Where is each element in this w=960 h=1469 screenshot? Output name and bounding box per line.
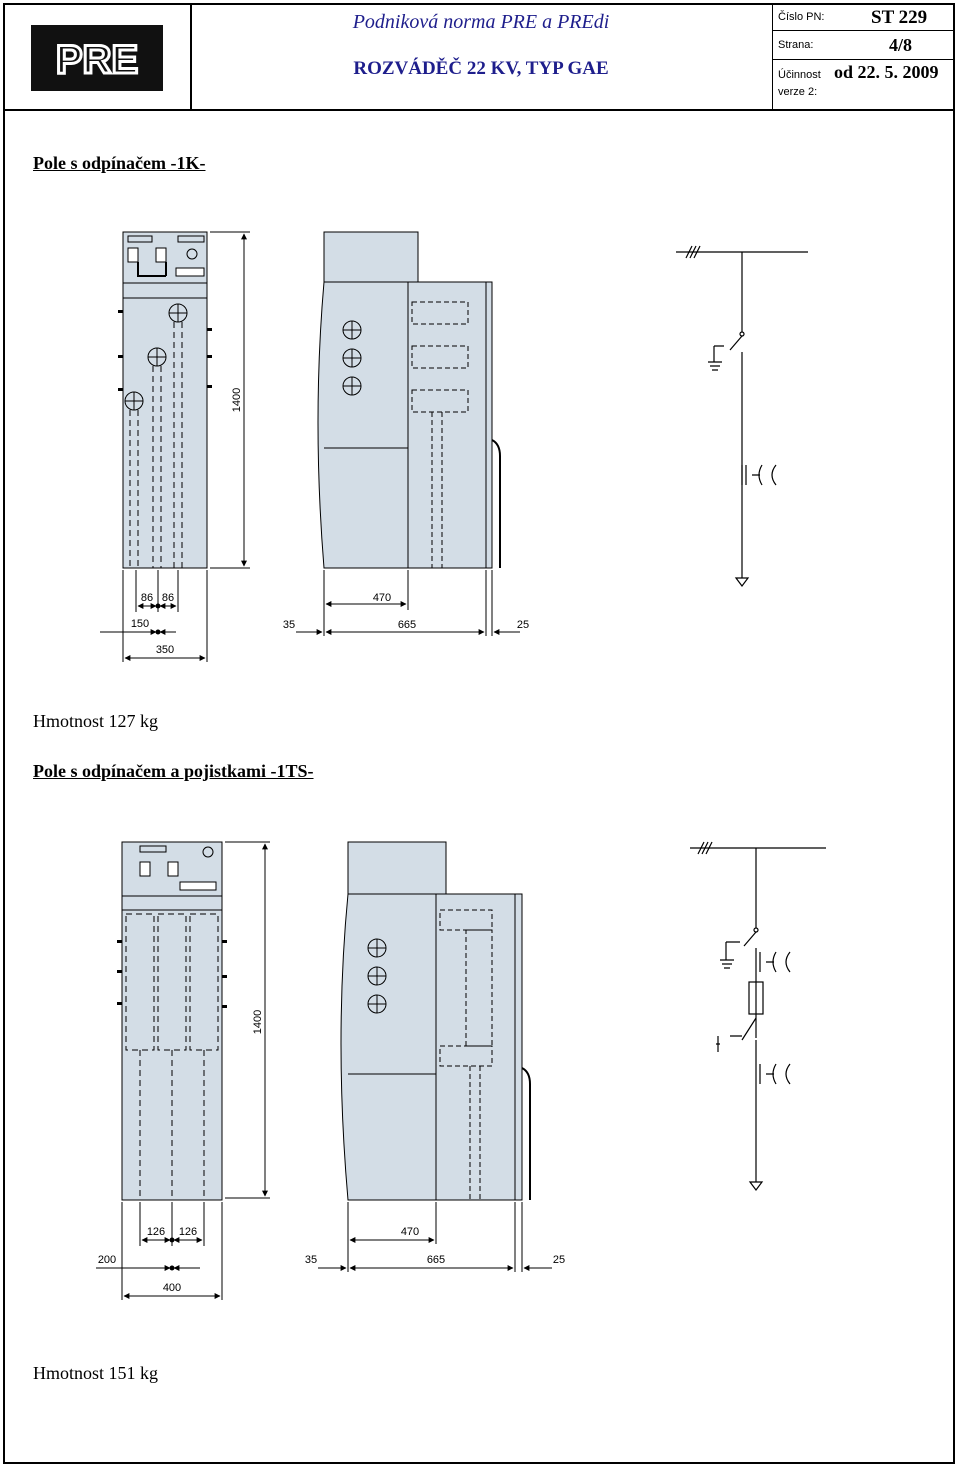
dim-side-total-1k: 665: [398, 619, 416, 631]
side-view-1k: 470 35 665 25: [283, 231, 529, 636]
logo-cell: PRE: [3, 3, 192, 109]
meta-divider: [773, 59, 953, 60]
meta-cell: Číslo PN: ST 229 Strana: 4/8 Účinnost od…: [773, 3, 953, 109]
pn-value: ST 229: [871, 7, 928, 28]
svg-text:PRE: PRE: [56, 38, 138, 82]
weight-1k: Hmotnost 127 kg: [33, 711, 159, 731]
standard-name: Podniková norma PRE a PREdi: [352, 11, 610, 33]
dim-side-right-1ts: 25: [553, 1254, 565, 1266]
single-line-diagram-1ts: [690, 841, 826, 1191]
pre-logo: PRE: [31, 25, 163, 91]
dim-front-a-1ts: 126: [147, 1226, 165, 1238]
meta-divider: [773, 30, 953, 31]
document-title: ROZVÁDĚČ 22 KV, TYP GAE: [353, 58, 609, 79]
section-title-1ts: Pole s odpínačem a pojistkami -1TS-: [33, 761, 314, 781]
effective-label: Účinnost: [778, 69, 821, 81]
dim-front-total-1k: 350: [156, 644, 174, 656]
document-header: PRE Podniková norma PRE a PREdi ROZVÁDĚČ…: [3, 3, 955, 111]
title-cell: Podniková norma PRE a PREdi ROZVÁDĚČ 22 …: [190, 3, 773, 109]
dim-depth-1k: 470: [373, 592, 391, 604]
dim-depth-1ts: 470: [401, 1226, 419, 1238]
dim-height-1ts: 1400: [252, 1010, 264, 1034]
dim-front-c-1ts: 200: [98, 1254, 116, 1266]
weight-1ts: Hmotnost 151 kg: [33, 1363, 159, 1383]
pre-logo-mark: PRE: [31, 25, 163, 91]
version-label: verze 2:: [778, 86, 818, 98]
front-view-1ts: 1400 126 126 200 400: [96, 841, 270, 1300]
dim-side-total-1ts: 665: [427, 1254, 445, 1266]
pn-label: Číslo PN:: [778, 11, 825, 23]
side-view-1ts: 470 35 665 25: [305, 841, 565, 1272]
dim-front-a-1k: 86: [141, 592, 153, 604]
dim-side-left-1k: 35: [283, 619, 295, 631]
dim-front-b-1k: 86: [162, 592, 174, 604]
dim-front-c-1k: 150: [131, 618, 149, 630]
dim-height-1k: 1400: [231, 388, 243, 412]
effective-value: od 22. 5. 2009: [834, 62, 939, 82]
dim-side-right-1k: 25: [517, 619, 529, 631]
dim-front-total-1ts: 400: [163, 1282, 181, 1294]
page-frame: [3, 3, 955, 1464]
dim-side-left-1ts: 35: [305, 1254, 317, 1266]
page-label: Strana:: [778, 39, 814, 51]
page-value: 4/8: [889, 35, 913, 55]
single-line-diagram-1k: [676, 245, 808, 587]
dim-front-b-1ts: 126: [179, 1226, 197, 1238]
front-view-1k: 1400 86 86 150 350: [100, 231, 250, 662]
section-title-1k: Pole s odpínačem -1K-: [33, 153, 206, 173]
